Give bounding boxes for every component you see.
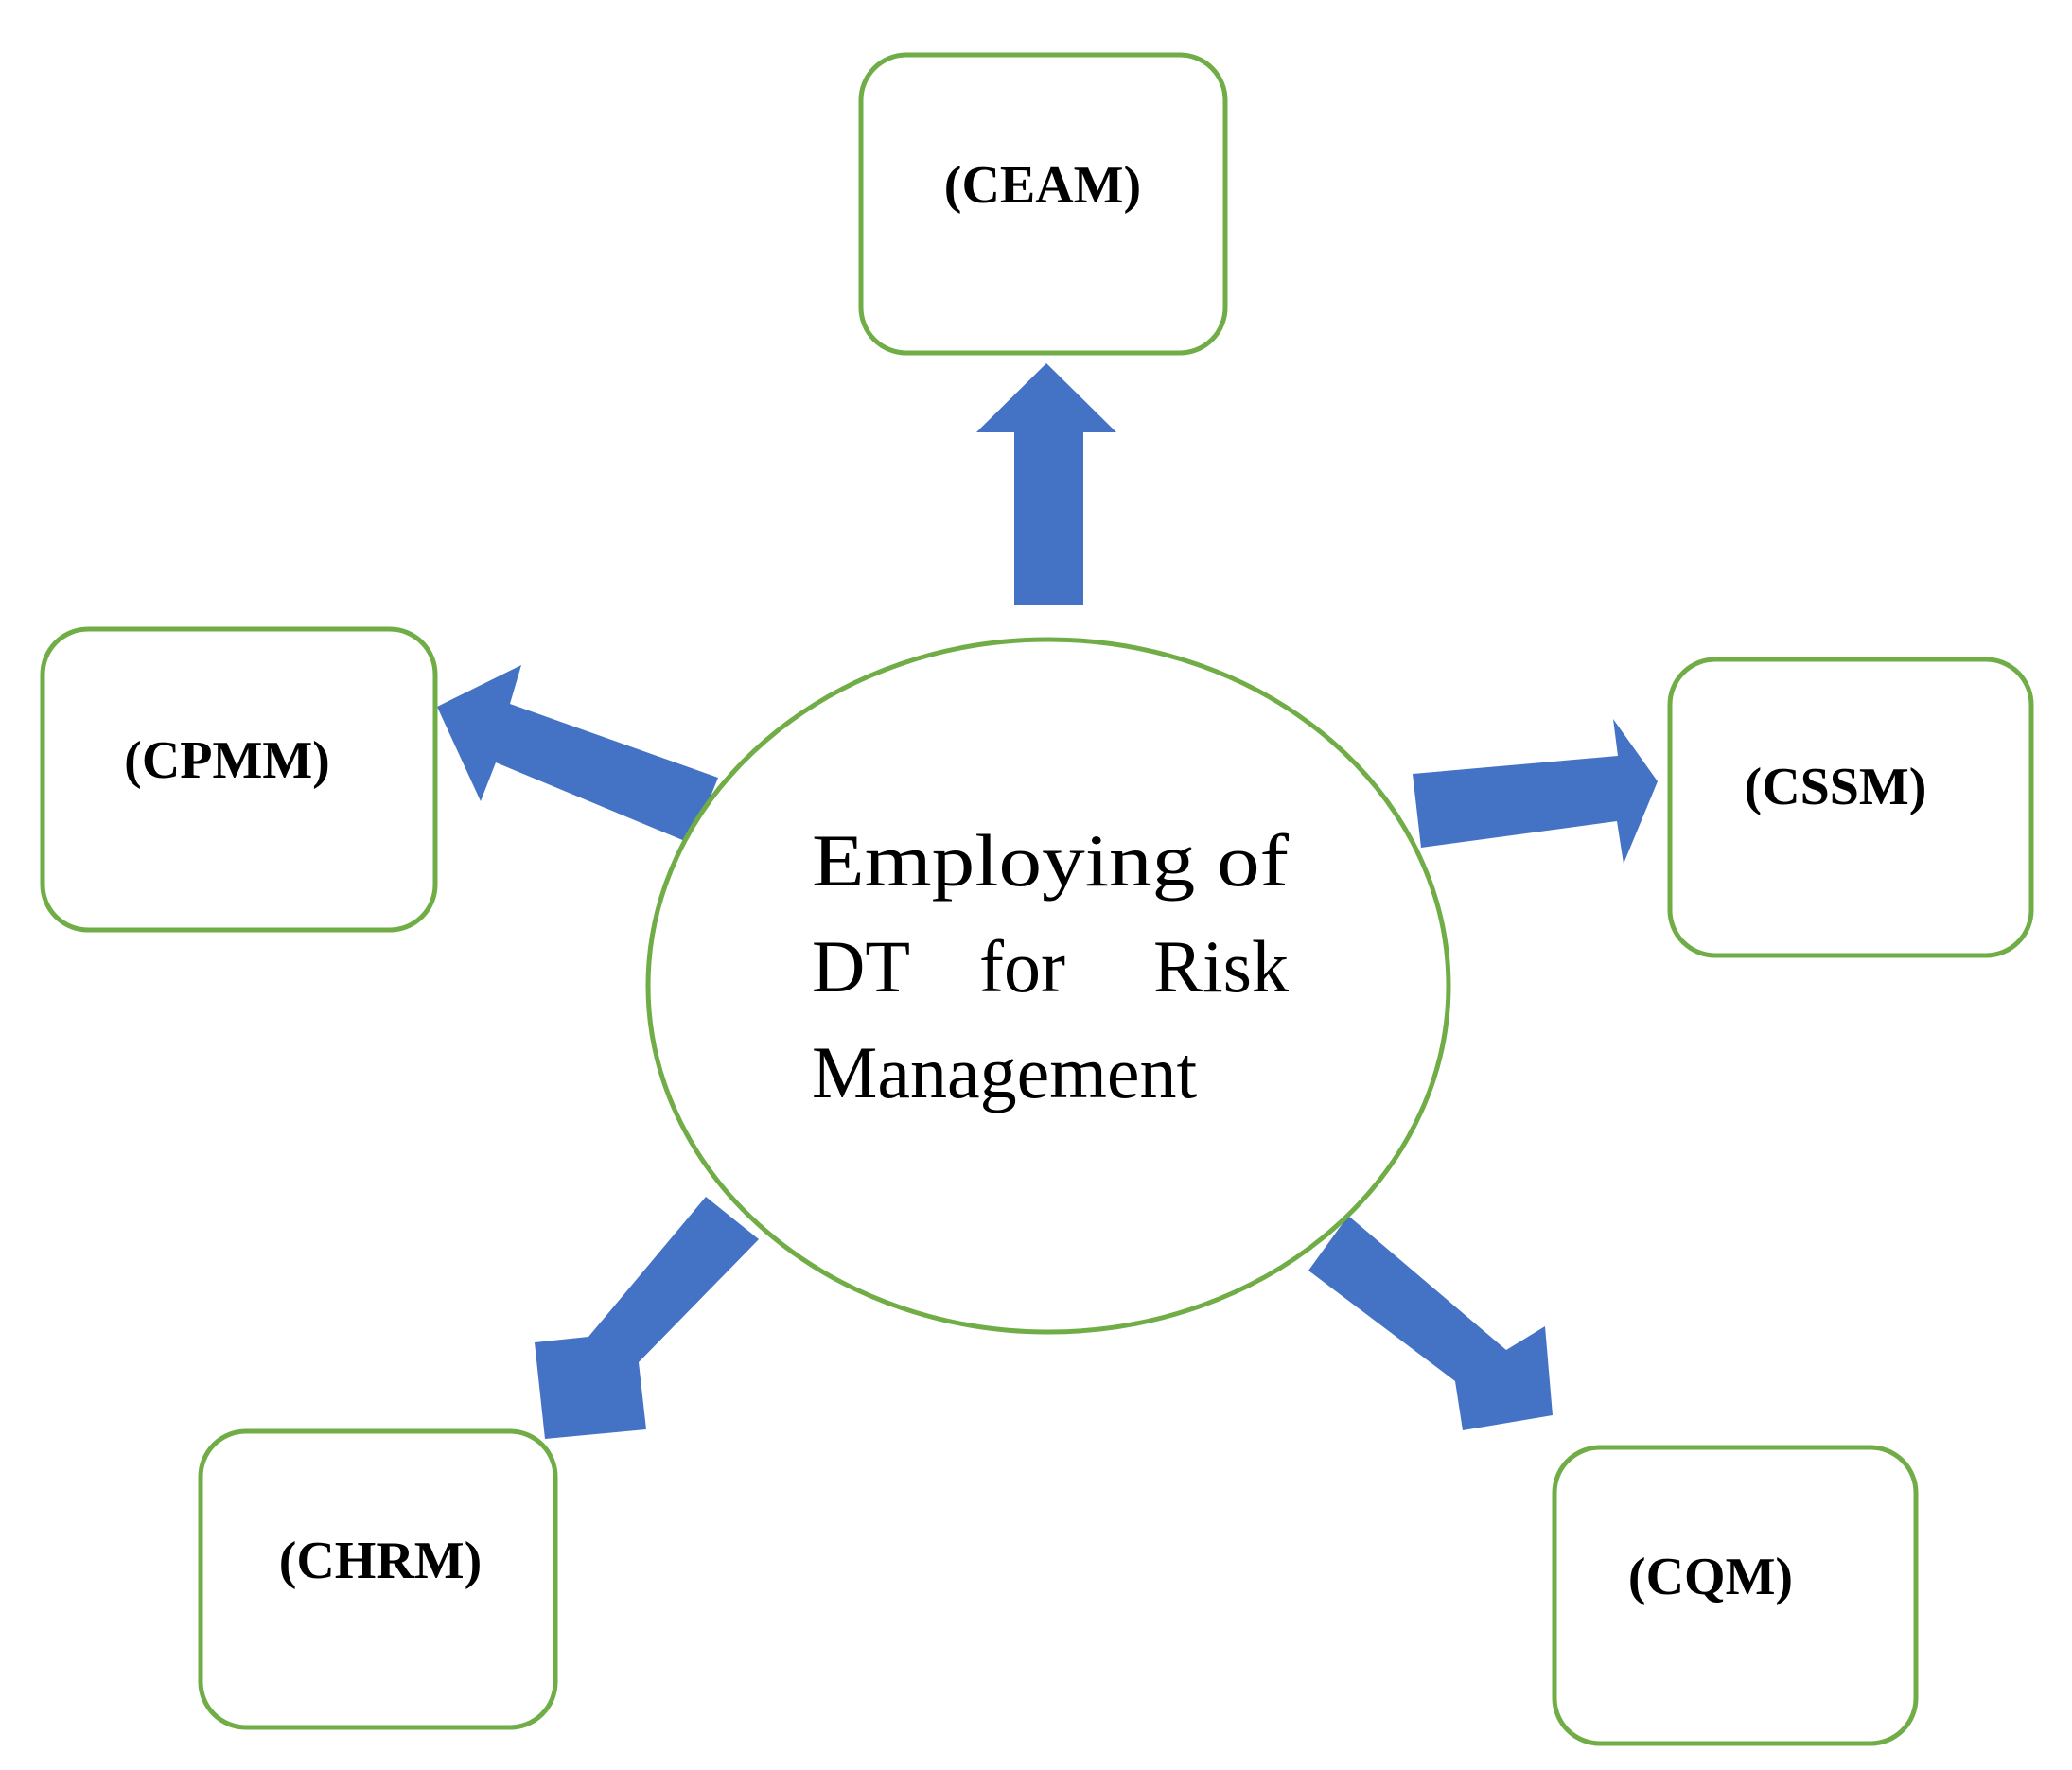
center-ellipse (645, 637, 1451, 1335)
cssm-box (1667, 657, 2034, 958)
cqm-box (1552, 1445, 1919, 1746)
center-line-2-risk: Risk (1153, 925, 1289, 1008)
arrow-to-cssm (1413, 719, 1658, 864)
cqm-label: (CQM) (1628, 1548, 1793, 1606)
center-line-3: Management (812, 1031, 1198, 1113)
cssm-label: (CSSM) (1745, 758, 1927, 816)
arrows (437, 363, 1658, 1439)
center-line-1: Employing of (812, 819, 1289, 902)
chrm-label: (CHRM) (279, 1532, 483, 1590)
node-boxes: (CEAM) (CPMM) (CSSM) (CHRM) (CQM) (40, 52, 2034, 1746)
center-node: Employing of DT for Risk Management (645, 637, 1451, 1335)
center-line-2-dt: DT (812, 925, 910, 1008)
chrm-box (198, 1428, 558, 1730)
arrow-to-chrm (535, 1197, 759, 1439)
cpmm-box (40, 626, 438, 933)
arrow-to-cqm (1308, 1216, 1553, 1430)
arrow-to-ceam (976, 363, 1116, 605)
ceam-box (858, 52, 1228, 356)
arrow-to-cpmm (437, 665, 718, 844)
cpmm-label: (CPMM) (124, 731, 330, 790)
ceam-label: (CEAM) (944, 156, 1141, 215)
center-line-2-for: for (979, 925, 1065, 1008)
